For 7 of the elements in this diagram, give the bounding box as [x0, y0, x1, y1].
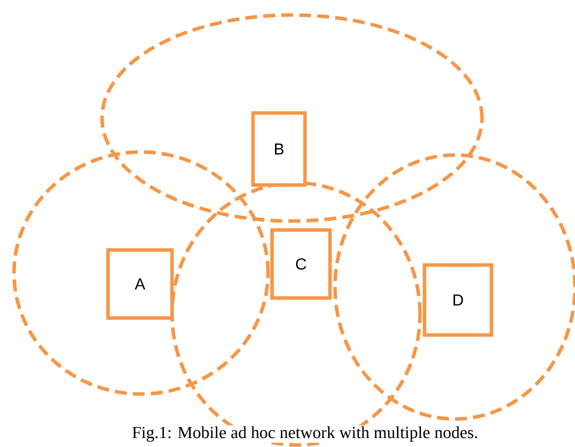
node-box: B — [251, 111, 307, 187]
node-box: C — [270, 228, 332, 300]
range-ellipse — [100, 13, 484, 223]
node-box: A — [106, 248, 174, 320]
range-ellipse — [12, 150, 270, 396]
node-box: D — [422, 263, 494, 337]
caption: Fig.1: Mobile ad hoc network with multiple nodes. — [130, 425, 480, 443]
